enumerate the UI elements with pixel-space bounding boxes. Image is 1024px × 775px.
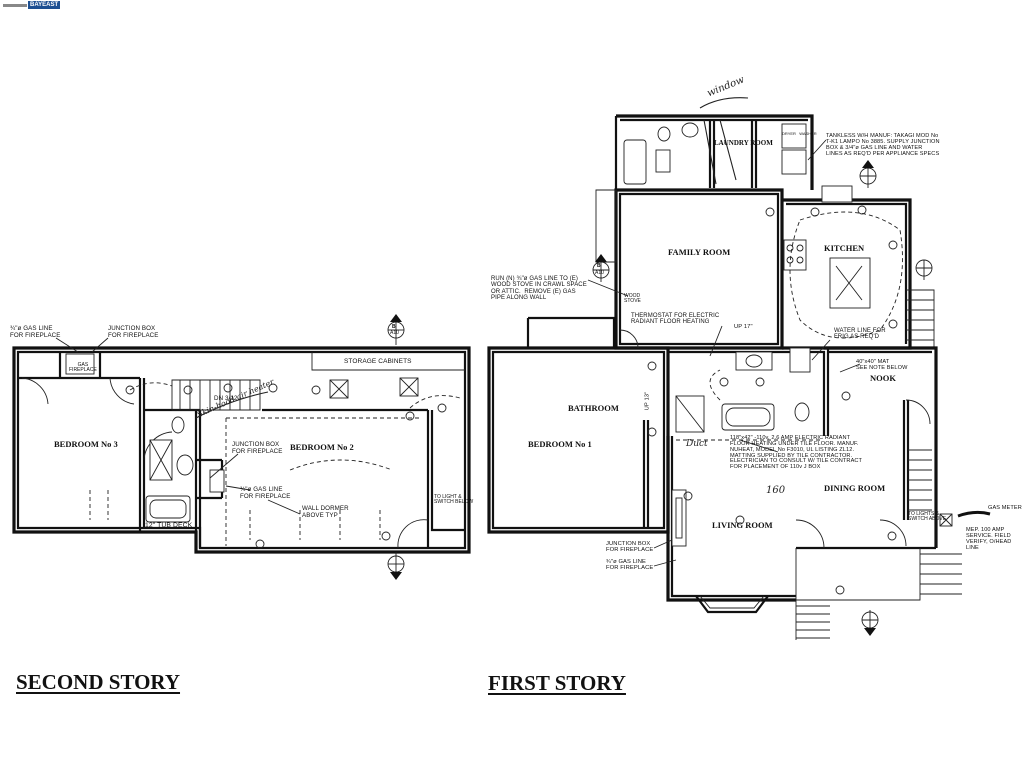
label-wood-stove: WOOD STOVE [624,293,641,305]
room-label-living: LIVING ROOM [712,520,773,530]
note-gas-run: RUN (N) ¾"ø GAS LINE TO (E) WOOD STOVE I… [491,276,587,301]
note-to-lights-2f: TO LIGHT & SWITCH BELOW [434,494,474,506]
note-gas-meter: GAS METER [988,505,1022,511]
handwritten-duct: Duct [686,439,708,449]
note-mep-service: MEP. 100 AMP SERVICE. FIELD VERIFY, O/HE… [966,527,1012,551]
section-mark-b-2f: B [392,324,396,330]
watermark-logo: BAYEAST [3,1,61,9]
note-mat: 40"x40" MAT SEE NOTE BELOW [856,359,908,371]
note-up13: UP 13" [644,391,651,411]
note-to-lights-1f: TO LIGHTS & SWITCH ABOVE [908,511,947,523]
room-label-bedroom3: BEDROOM No 3 [54,439,118,449]
room-label-family: FAMILY ROOM [668,247,731,257]
note-thermostat: THERMOSTAT FOR ELECTRIC RADIANT FLOOR HE… [631,313,720,326]
label-gas-fireplace: GAS FIREPLACE [69,362,97,374]
section-mark-a10-1f: A10 [595,270,604,276]
label-storage-cabinets: STORAGE CABINETS [344,358,412,365]
first-story-plan [487,97,991,640]
room-label-bathroom: BATHROOM [568,403,619,413]
note-stair-down: DN 3/12 [214,395,238,402]
handwritten-number: 160 [766,485,786,496]
room-label-laundry: LAUNDRY ROOM [714,139,773,147]
section-mark-a10-2f: A10 [390,330,399,336]
section-mark-b-1f: B [597,263,601,269]
label-washer-dryer: DRYER WASHER [782,131,817,136]
room-label-bedroom1: BEDROOM No 1 [528,439,592,449]
note-gas-line-1f: ¾"ø GAS LINE FOR FIREPLACE [606,559,654,572]
note-up17: UP 17" [734,324,753,330]
note-junction-box-bed2: JUNCTION BOX FOR FIREPLACE [232,441,283,455]
note-wall-dormer: WALL DORMER ABOVE TYP [302,505,349,519]
note-gas-line-bed2: ¾"ø GAS LINE FOR FIREPLACE [240,486,291,500]
room-label-kitchen: KITCHEN [824,243,865,253]
room-label-dining: DINING ROOM [824,483,886,493]
second-story-plan [12,314,471,580]
watermark-text: BAYEAST [28,1,61,9]
note-water-line: WATER LINE FOR FRIG AS REQ'D [834,328,886,341]
title-first-story: FIRST STORY [488,671,626,695]
title-second-story: SECOND STORY [16,670,181,694]
note-tankless: TANKLESS W/H MANUF: TAKAGI MOD No T-K1 L… [826,133,940,157]
note-junction-box-2f: JUNCTION BOX FOR FIREPLACE [108,325,159,339]
note-radiant-heating: 118"x42" -110v, 2.6 AMP ELECTRIC RADIANT… [730,435,863,471]
note-gas-line-fireplace-2f: ¾"ø GAS LINE FOR FIREPLACE [10,325,61,339]
note-tub-deck: 12" TUB DECK [145,522,193,529]
note-junction-box-1f: JUNCTION BOX FOR FIREPLACE [606,541,654,554]
room-label-bedroom2: BEDROOM No 2 [290,442,354,452]
watermark-bar [3,3,27,7]
room-label-nook: NOOK [870,373,896,383]
